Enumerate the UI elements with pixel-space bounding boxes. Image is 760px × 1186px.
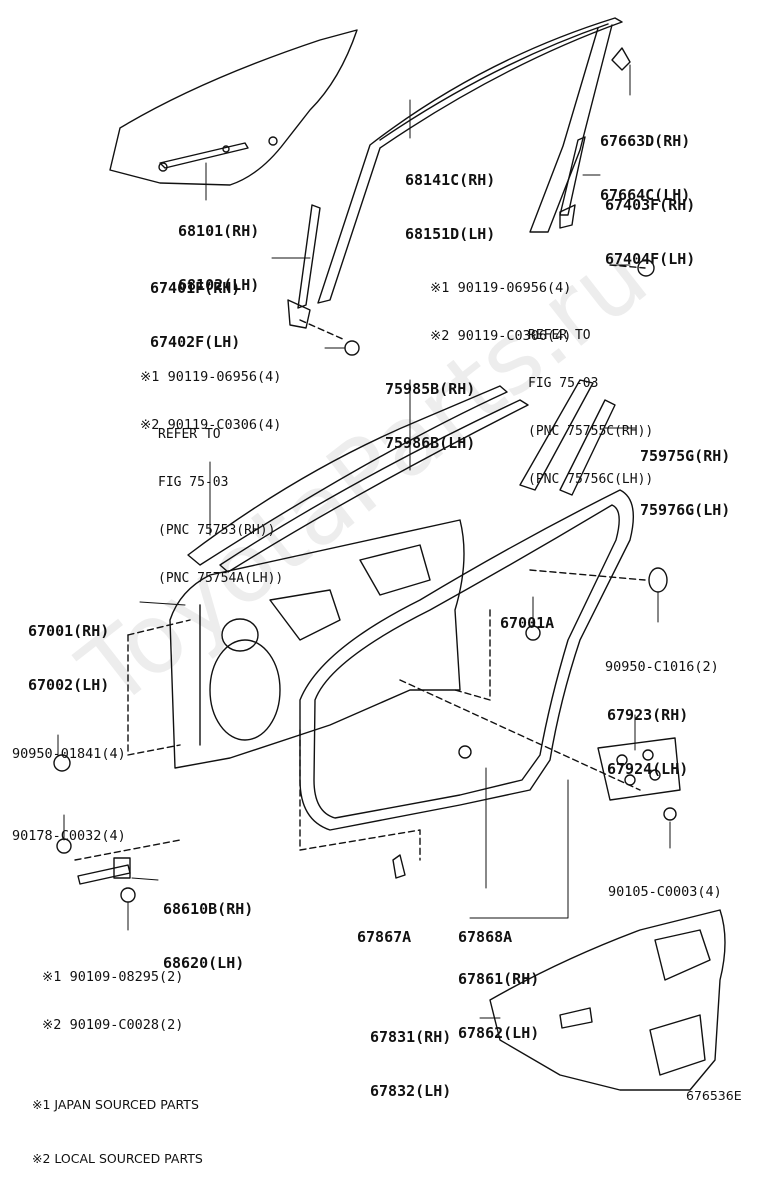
outer-weatherstrip[interactable] — [187, 385, 529, 573]
dashed-leaders — [74, 264, 646, 861]
rear-frame[interactable] — [559, 136, 586, 229]
check-label: 68610B(RH) 68620(LH) — [163, 900, 254, 972]
check-bolts-label: ※1 90109-08295(2) ※2 90109-C0028(2) — [42, 969, 184, 1033]
bolt-bracket-label: 90105-C0003(4) — [608, 884, 722, 900]
plug-left-label: 90950-01841(4) — [12, 746, 126, 762]
clip-b-label: 67868A — [458, 928, 513, 946]
outer-weatherstrip-label: 75985B(RH) 75986B(LH) — [385, 380, 476, 452]
belt-molding-label: 75975G(RH) 75976G(LH) — [640, 447, 731, 519]
clip-a-label: 67867A — [357, 928, 412, 946]
belt-molding[interactable] — [519, 379, 616, 496]
trim-label: 67831(RH) 67832(LH) — [370, 1028, 452, 1100]
ref-left-label[interactable]: REFER TO FIG 75-03 (PNC 75753(RH)) (PNC … — [158, 427, 284, 586]
front-frame-label: 67401F(RH) 67402F(LH) — [150, 279, 241, 351]
door-glass[interactable] — [109, 29, 358, 186]
door-weatherstrip-label: 67861(RH) 67862(LH) — [458, 970, 540, 1042]
run-channel-label: 68141C(RH) 68151D(LH) — [405, 171, 496, 243]
ref-right-label[interactable]: REFER TO FIG 75-03 (PNC 75755C(RH)) (PNC… — [528, 328, 654, 487]
top-cover-label: 67663D(RH) 67664C(LH) — [600, 132, 691, 204]
bracket-plate[interactable] — [597, 737, 681, 801]
plug-right-label: 90950-C1016(2) — [605, 659, 719, 675]
rear-frame-label: 67403F(RH) 67404F(LH) — [605, 196, 696, 268]
front-frame[interactable] — [287, 204, 321, 329]
notes: ※1 JAPAN SOURCED PARTS ※2 LOCAL SOURCED … — [32, 1097, 203, 1166]
door-panel[interactable] — [169, 519, 465, 769]
door-trim[interactable] — [489, 909, 726, 1091]
top-cover[interactable] — [611, 47, 631, 71]
door-panel-label: 67001(RH) 67002(LH) — [28, 622, 110, 694]
glass-run-channel[interactable] — [317, 17, 623, 304]
leader-lines — [57, 64, 671, 1019]
glass-label: 68101(RH) 68102(LH) — [178, 222, 260, 294]
screws-right-label: ※1 90119-06956(4) ※2 90119-C0306(4) — [430, 280, 572, 344]
door-weatherstrip[interactable] — [299, 489, 634, 831]
bolt-left-label: 90178-C0032(4) — [12, 828, 126, 844]
panel-plug-label: 67001A — [500, 614, 555, 632]
parts-diagram — [53, 17, 726, 1091]
screws-left-label: ※1 90119-06956(4) ※2 90119-C0306(4) — [140, 369, 282, 433]
bracket-label: 67923(RH) 67924(LH) — [607, 706, 689, 778]
figure-id: 676536E — [686, 1088, 742, 1103]
